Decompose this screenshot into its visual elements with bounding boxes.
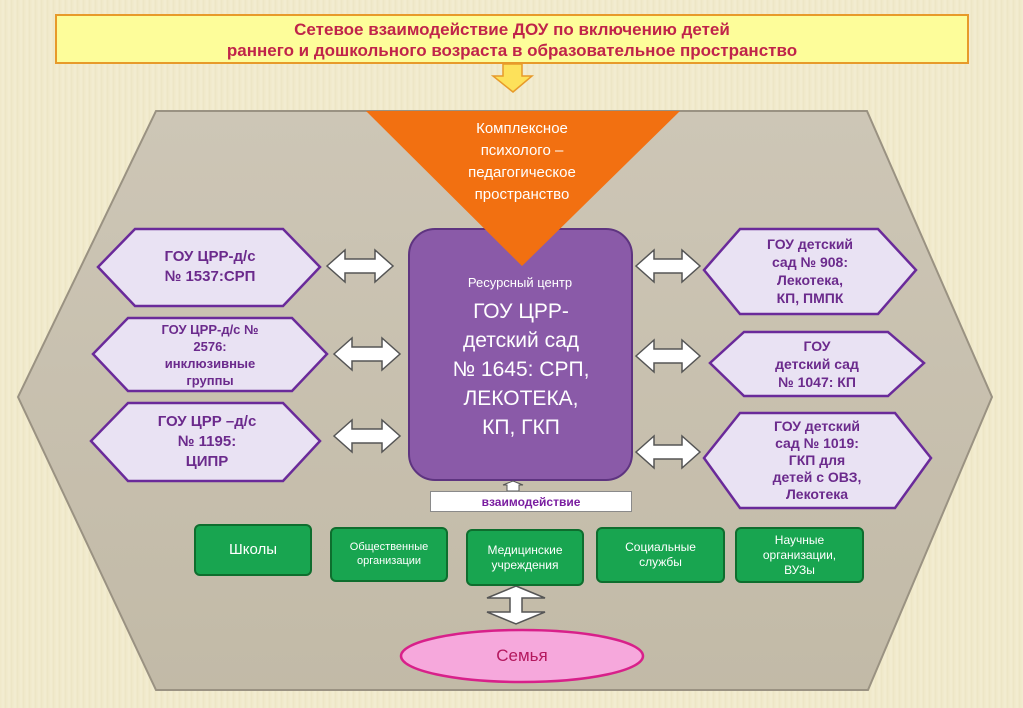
right-node-3: ГОУ детский сад № 1019: ГКП для детей с … [722,415,912,505]
resource-center-title: ГОУ ЦРР- детский сад № 1645: СРП, ЛЕКОТЕ… [418,294,624,444]
interaction-bar: взаимодействие [430,491,632,512]
right-node-2-line-1: ГОУ [803,338,831,354]
right-arrow-3 [634,434,702,470]
partner-social-line-2: службы [639,555,682,569]
partner-social-line-1: Социальные [625,540,696,554]
left-node-2-line-3: инклюзивные [164,355,256,371]
partner-public-line-2: организации [356,554,422,567]
left-node-3-line-3: ЦИПР [185,453,229,470]
right-node-3-line-5: Лекотека [785,485,849,502]
left-node-2-line-2: 2576: [193,338,227,354]
center-line-3: № 1645: СРП, [452,357,590,381]
partner-medical-line-1: Медицинские [487,542,563,557]
right-node-1-line-3: Лекотека, [777,272,843,288]
family-label: Семья [496,645,548,665]
triangle-line-4: пространство [474,186,570,203]
left-node-2-line-4: группы [186,372,234,388]
partner-scientific-line-1: Научные [774,532,825,547]
left-node-2-line-1: ГОУ ЦРР-д/с № [161,321,259,337]
left-node-3-line-2: № 1195: [177,433,237,450]
right-node-2-line-3: № 1047: КП [778,374,856,390]
partner-schools: Школы [194,524,312,576]
triangle-line-2: психолого – [480,142,564,159]
partner-public-line-1: Общественные [349,540,429,553]
right-node-1-line-2: сад № 908: [771,254,849,270]
right-node-3-shape [702,411,933,510]
right-node-3-line-2: сад № 1019: [775,434,859,451]
left-node-3-shape [89,401,322,483]
triangle-label: Комплексное психолого – педагогическое п… [430,118,614,206]
resource-center-caption: Ресурсный центр [467,275,573,291]
right-node-1-line-1: ГОУ детский [766,236,854,252]
right-node-1-shape [702,227,918,316]
partner-schools-label: Школы [228,540,278,558]
partner-scientific-organizations: Научные организации, ВУЗы [735,527,864,583]
partner-social-services: Социальные службы [596,527,725,583]
title-banner: Сетевое взаимодействие ДОУ по включению … [55,14,969,64]
right-node-1: ГОУ детский сад № 908: Лекотека, КП, ПМП… [720,232,900,310]
left-node-1-line-1: ГОУ ЦРР-д/с [164,248,256,265]
center-line-4: ЛЕКОТЕКА, [463,386,579,410]
left-node-1: ГОУ ЦРР-д/с № 1537:СРП [120,236,300,298]
title-line-2: раннего и дошкольного возраста в образов… [226,41,798,60]
partner-public-organizations: Общественные организации [330,527,448,582]
triangle-line-1: Комплексное [476,120,568,137]
right-node-2: ГОУ детский сад № 1047: КП [728,334,906,394]
partner-scientific-line-2: организации, [762,547,837,562]
right-node-3-line-1: ГОУ детский [773,417,861,434]
left-node-3-line-1: ГОУ ЦРР –д/с [157,413,257,430]
right-node-2-line-2: детский сад [775,356,859,372]
title-down-arrow [490,63,535,93]
partner-medical-institutions: Медицинские учреждения [466,529,584,586]
right-node-3-line-4: детей с ОВЗ, [772,468,862,485]
center-line-2: детский сад [462,328,580,352]
triangle-line-3: педагогическое [468,164,576,181]
center-line-5: КП, ГКП [482,415,560,439]
partner-medical-line-2: учреждения [491,557,559,572]
left-arrow-2 [332,336,402,372]
left-node-2-shape [91,316,329,393]
left-node-2: ГОУ ЦРР-д/с № 2576: инклюзивные группы [112,318,308,391]
left-arrow-3 [332,418,402,454]
title-line-1: Сетевое взаимодействие ДОУ по включению … [294,20,730,39]
right-node-2-shape [708,330,926,398]
partner-scientific-line-3: ВУЗы [784,562,815,577]
right-node-3-line-3: ГКП для [788,451,846,468]
left-node-1-line-2: № 1537:СРП [164,268,256,285]
center-line-1: ГОУ ЦРР- [473,299,569,323]
family-ellipse [399,628,645,684]
family-arrow [486,585,546,625]
left-node-3: ГОУ ЦРР –д/с № 1195: ЦИПР [112,405,302,479]
right-arrow-1 [634,248,702,284]
right-node-1-line-4: КП, ПМПК [776,290,844,306]
left-node-1-shape [96,227,322,308]
left-arrow-1 [325,248,395,284]
right-arrow-2 [634,338,702,374]
complex-space-triangle [366,111,680,266]
